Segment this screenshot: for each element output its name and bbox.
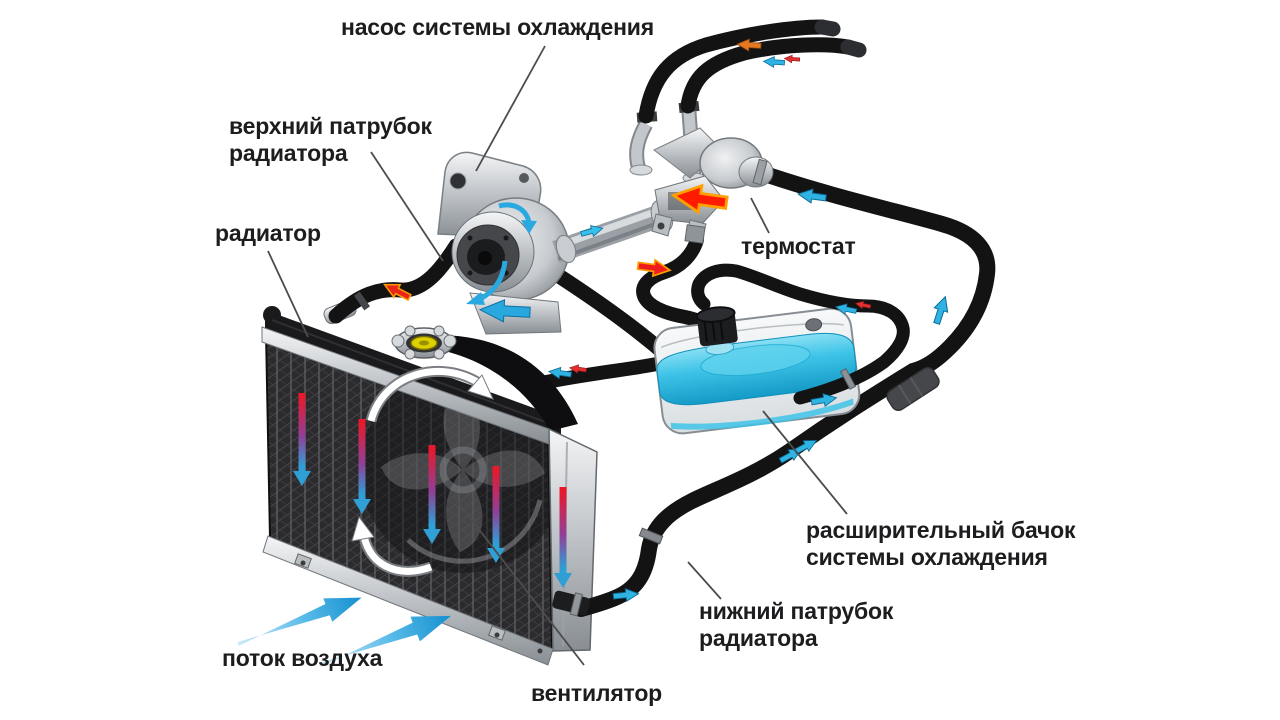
heater-hose-1 — [638, 19, 830, 124]
leader-fan — [452, 495, 585, 666]
leader-pump — [475, 45, 546, 172]
tank-hose — [691, 263, 910, 405]
radiator — [261, 306, 598, 666]
label-upper-hose: верхний патрубок радиатора — [229, 113, 432, 166]
pump-outlet-arrow — [478, 299, 531, 323]
flow-arrows — [380, 37, 953, 604]
radiator-outlet-fitting — [552, 590, 590, 617]
thermostat — [651, 127, 774, 244]
hose-connector — [886, 367, 940, 411]
label-fan: вентилятор — [531, 680, 663, 706]
lower-radiator-hose — [552, 166, 996, 617]
coolant-gradient-arrows — [293, 393, 505, 563]
hose-clamp — [353, 291, 371, 311]
fan-rotation-arrows — [351, 366, 494, 577]
leader-thermostat — [750, 197, 770, 234]
label-airflow: поток воздуха — [222, 645, 383, 671]
label-expansion-tank: расширительный бачок системы охлаждения — [806, 517, 1076, 570]
hose-clamp — [839, 368, 857, 390]
leader-lower-hose — [687, 561, 722, 600]
radiator-bottom-frame — [262, 535, 554, 666]
hose-clamp — [752, 158, 768, 186]
tank-cap — [695, 306, 738, 356]
heater-hose-2 — [680, 37, 856, 114]
airflow-arrows — [237, 597, 452, 667]
radiator-cap — [391, 325, 457, 360]
leader-lines — [267, 45, 848, 666]
label-pump: насос системы охлаждения — [341, 14, 654, 40]
radiator-side-tank — [548, 427, 598, 652]
leader-tank — [762, 410, 848, 515]
fan-shroud — [421, 335, 578, 431]
label-thermostat: термостат — [741, 233, 856, 259]
label-radiator: радиатор — [215, 220, 321, 246]
label-lower-hose: нижний патрубок радиатора — [699, 598, 894, 651]
leader-upper-hose — [370, 151, 444, 262]
leader-radiator — [267, 250, 309, 338]
hose-clamp — [638, 527, 664, 545]
